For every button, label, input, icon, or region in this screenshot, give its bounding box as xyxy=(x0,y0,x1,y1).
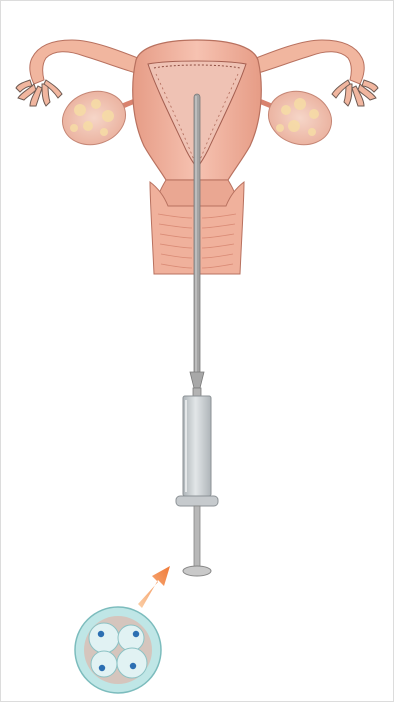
embryo-cell xyxy=(118,625,144,651)
embryo-nucleus xyxy=(98,631,104,637)
embryo xyxy=(75,607,161,693)
syringe-barrel xyxy=(183,396,211,496)
embryo-nucleus xyxy=(130,663,136,669)
embryo-cell xyxy=(91,651,117,677)
left-fimbriae xyxy=(16,80,62,106)
left-fallopian-tube xyxy=(30,40,148,84)
embryo-cell xyxy=(89,623,119,653)
syringe-flange xyxy=(176,496,218,506)
right-fallopian-tube xyxy=(246,40,364,84)
syringe-plunger-thumb xyxy=(183,566,211,576)
embryo-nucleus xyxy=(133,631,139,637)
syringe xyxy=(176,388,218,576)
right-ovary xyxy=(262,83,339,152)
syringe-hub xyxy=(193,388,201,396)
embryo-nucleus xyxy=(99,665,105,671)
direction-arrow xyxy=(138,566,170,608)
syringe-plunger-rod xyxy=(194,506,200,568)
right-fimbriae xyxy=(332,80,378,106)
left-ovary xyxy=(56,83,133,152)
